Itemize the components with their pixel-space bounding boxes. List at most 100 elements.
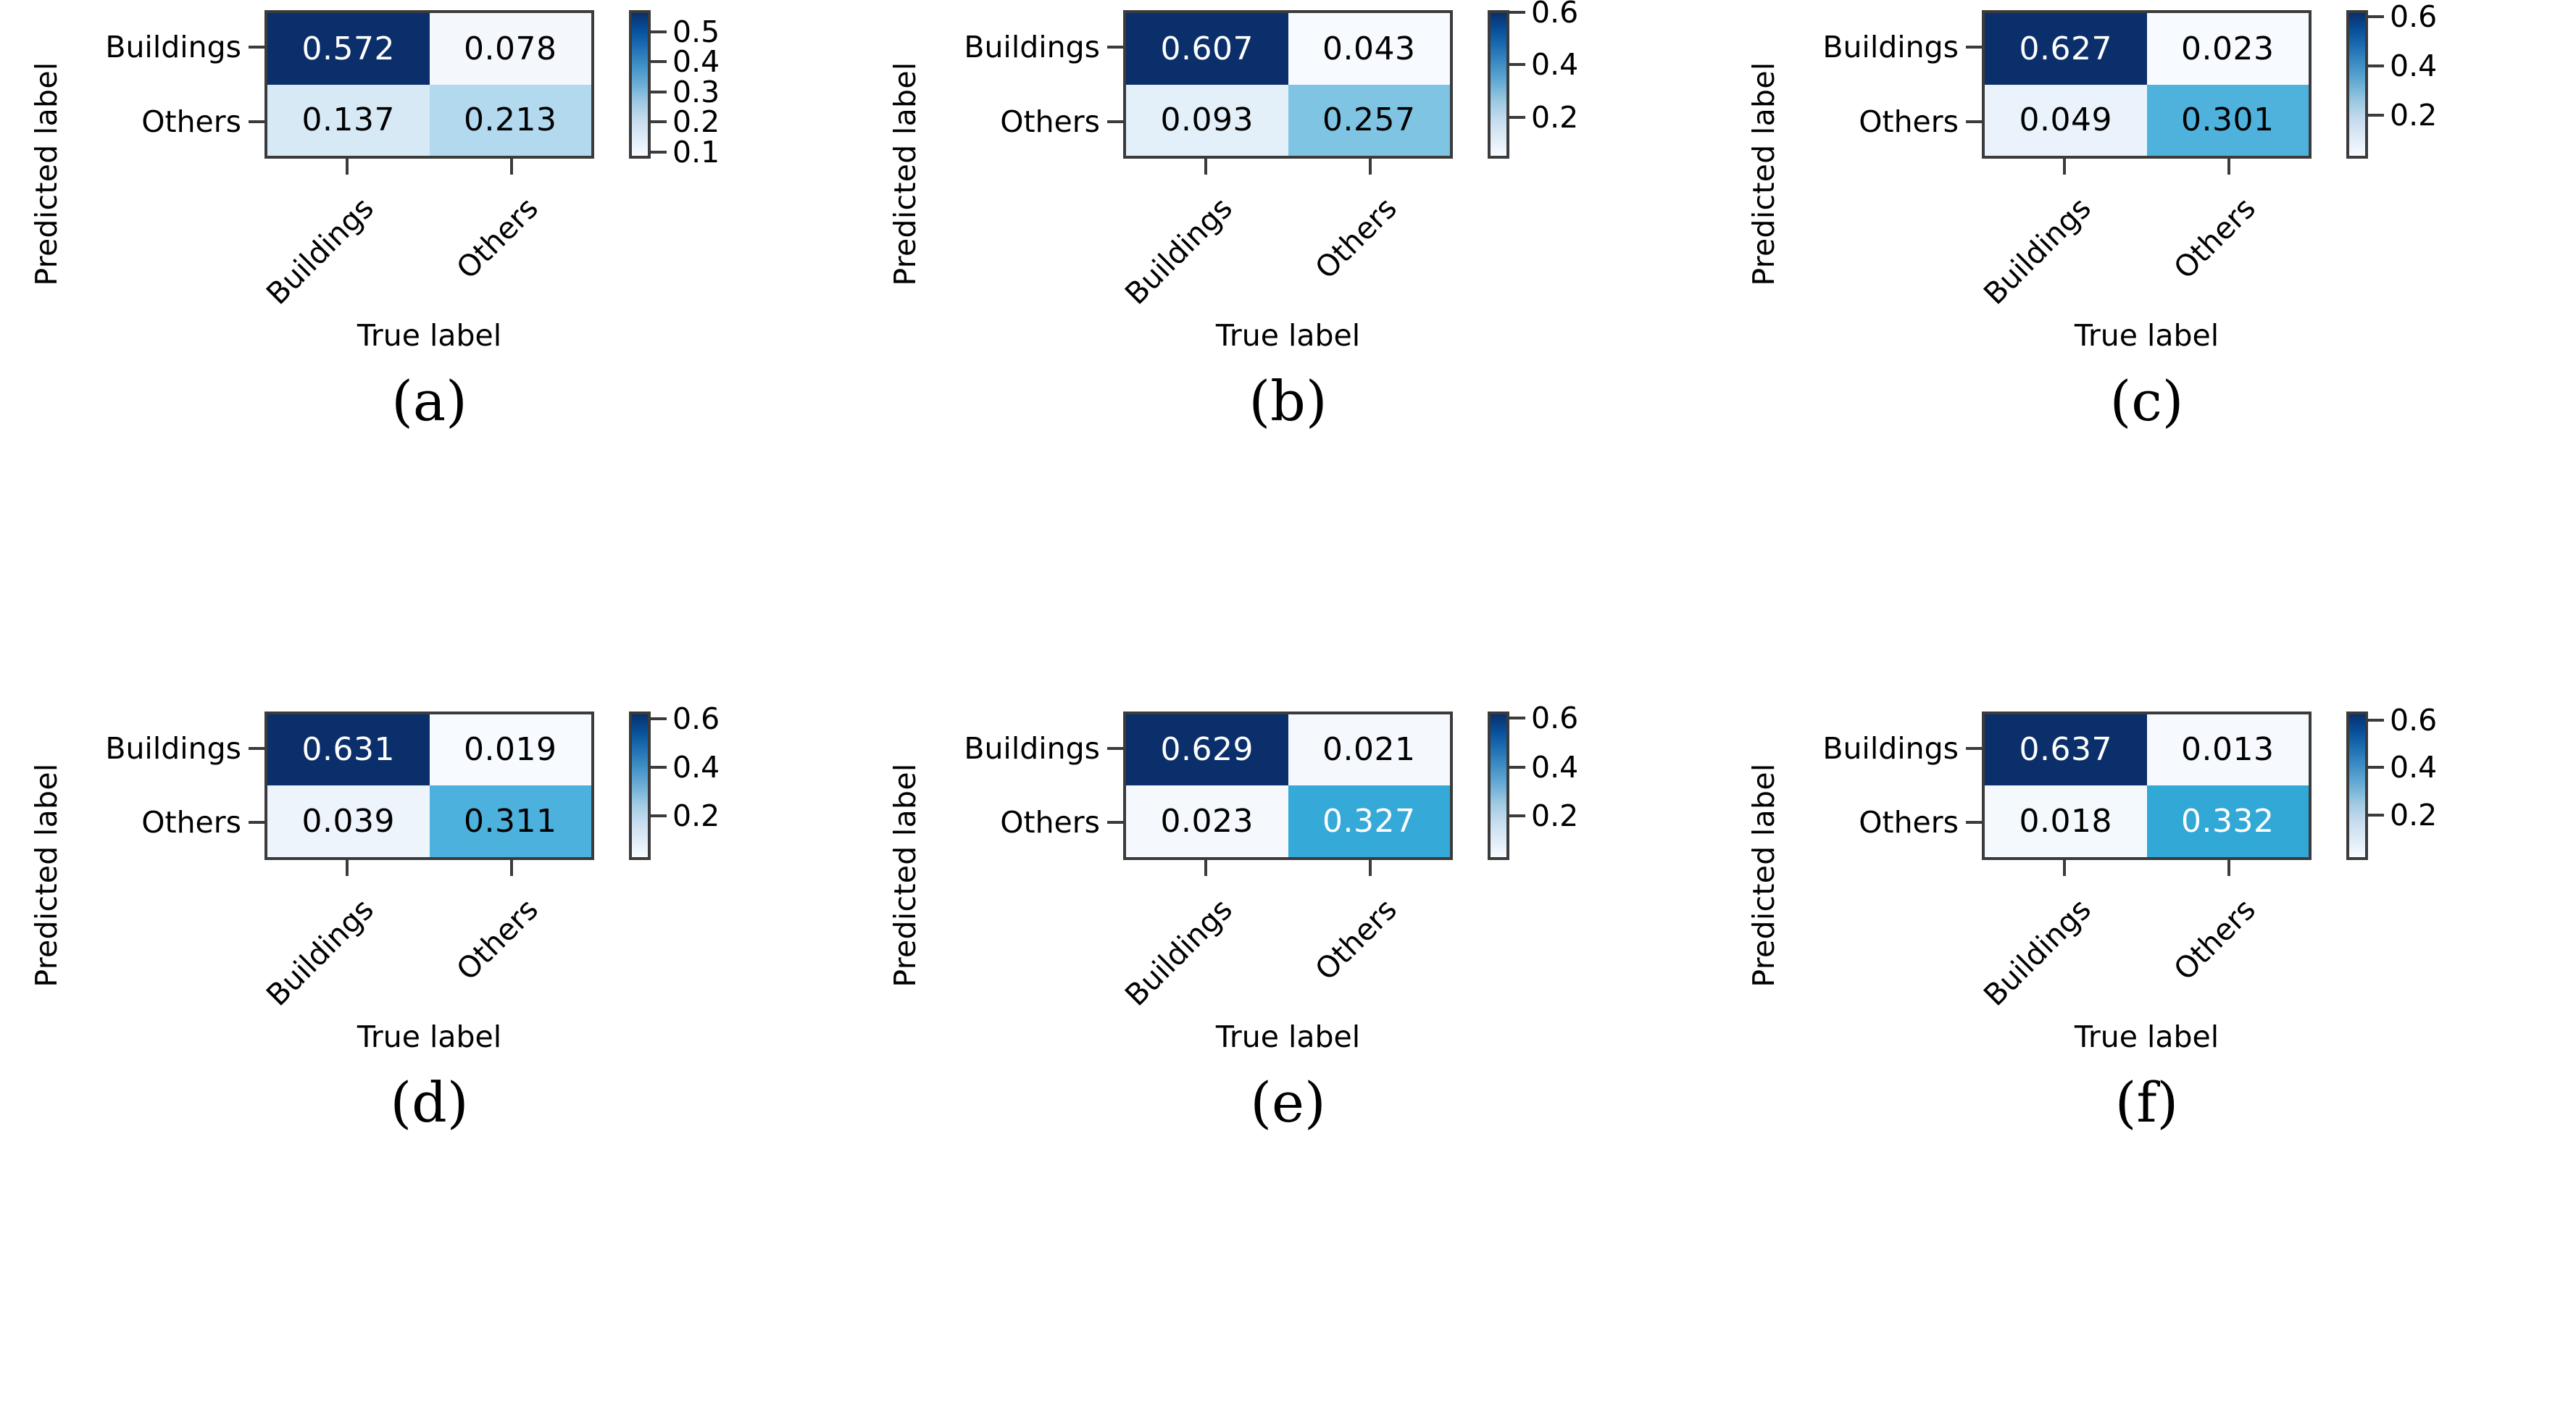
matrix-cell: 0.078 (429, 13, 591, 85)
x-tick-label-others: Others (449, 191, 546, 286)
y-tick-label-others: Others (1000, 104, 1100, 139)
colorbar (1488, 10, 1509, 159)
matrix-cell-value: 0.019 (464, 731, 557, 769)
colorbar-tick-mark (651, 120, 667, 124)
colorbar-tick-mark (1509, 814, 1525, 818)
x-tick-label-others: Others (449, 891, 546, 987)
x-tick-mark (345, 859, 349, 876)
colorbar-tick-mark (1509, 765, 1525, 769)
colorbar-tick-label: 0.6 (672, 701, 720, 736)
x-axis-label: True label (1215, 1019, 1361, 1054)
colorbar-tick-mark (651, 60, 667, 64)
colorbar-tick-label: 0.4 (2390, 49, 2438, 84)
y-tick-mark (1966, 821, 1982, 825)
matrix-cell: 0.327 (1288, 785, 1450, 857)
y-tick-mark (1107, 46, 1123, 49)
colorbar-tick-mark (651, 150, 667, 154)
colorbar-tick-label: 0.6 (1531, 701, 1579, 736)
y-tick-label-others: Others (1000, 805, 1100, 840)
x-tick-mark (1204, 159, 1207, 175)
matrix-cell: 0.019 (429, 714, 591, 785)
colorbar-tick-mark (2368, 814, 2384, 817)
y-axis-label: Predicted label (29, 762, 64, 988)
matrix-cell-value: 0.607 (1160, 30, 1254, 67)
x-axis-label: True label (2074, 318, 2219, 353)
colorbar-tick-label: 0.6 (2390, 702, 2438, 738)
matrix-cell-value: 0.213 (464, 101, 557, 139)
matrix-cell: 0.023 (1126, 785, 1288, 857)
matrix-cell-value: 0.078 (464, 30, 557, 67)
y-tick-mark (1107, 821, 1123, 825)
matrix-cell-value: 0.049 (2019, 101, 2112, 139)
y-tick-label-others: Others (141, 805, 241, 840)
matrix-cell: 0.629 (1126, 714, 1288, 785)
y-axis-label: Predicted label (1746, 762, 1781, 988)
matrix-cell: 0.049 (1985, 84, 2147, 156)
colorbar-tick-mark (2368, 64, 2384, 68)
matrix-cell: 0.043 (1288, 13, 1450, 85)
x-tick-label-others: Others (2167, 191, 2263, 286)
x-axis-label: True label (1215, 318, 1361, 353)
colorbar-tick-label: 0.2 (672, 104, 720, 140)
y-tick-mark (249, 46, 264, 49)
x-axis-label: True label (2074, 1019, 2219, 1054)
x-tick-mark (2062, 159, 2066, 175)
matrix-cell: 0.021 (1288, 714, 1450, 785)
matrix-cell-value: 0.093 (1160, 101, 1254, 139)
x-tick-label-others: Others (1308, 891, 1404, 987)
matrix-cell: 0.332 (2146, 785, 2309, 857)
x-tick-label-buildings: Buildings (1977, 191, 2098, 312)
colorbar (629, 711, 651, 860)
matrix-cell: 0.301 (2146, 84, 2309, 156)
y-tick-mark (1966, 120, 1982, 123)
colorbar-tick-label: 0.2 (672, 798, 720, 833)
y-tick-mark (249, 821, 264, 825)
x-tick-mark (2227, 859, 2231, 876)
colorbar-tick-label: 0.5 (672, 14, 720, 49)
panel-caption: (e) (1250, 1069, 1326, 1135)
matrix-cell-value: 0.137 (301, 101, 395, 139)
colorbar-tick-mark (2368, 718, 2384, 722)
colorbar-tick-label: 0.4 (2390, 750, 2438, 785)
y-tick-mark (1107, 746, 1123, 750)
matrix-cell-value: 0.018 (2019, 802, 2112, 840)
x-tick-mark (2227, 159, 2231, 175)
colorbar-tick-label: 0.4 (1531, 47, 1579, 83)
colorbar-tick-mark (1509, 115, 1525, 119)
matrix-cell: 0.257 (1288, 84, 1450, 156)
matrix-cell-value: 0.629 (1160, 731, 1254, 769)
matrix-cell: 0.093 (1126, 84, 1288, 156)
colorbar-tick-mark (2368, 113, 2384, 117)
matrix-cell-value: 0.039 (301, 802, 395, 840)
colorbar-tick-label: 0.6 (2390, 0, 2438, 35)
panel-caption: (a) (391, 369, 467, 433)
x-axis-label: True label (357, 318, 502, 353)
matrix-cell: 0.631 (267, 714, 430, 785)
colorbar-tick-mark (651, 30, 667, 33)
y-tick-label-buildings: Buildings (1822, 730, 1959, 766)
matrix-cell: 0.018 (1985, 785, 2147, 857)
matrix-cell: 0.607 (1126, 13, 1288, 85)
y-axis-label: Predicted label (1746, 62, 1781, 286)
colorbar-tick-label: 0.2 (1531, 99, 1579, 135)
x-tick-label-buildings: Buildings (1977, 891, 2098, 1013)
y-tick-label-buildings: Buildings (1822, 30, 1959, 65)
x-tick-label-others: Others (1308, 191, 1404, 286)
y-tick-mark (249, 120, 264, 123)
y-tick-mark (1107, 120, 1123, 123)
colorbar-tick-label: 0.1 (672, 134, 720, 170)
